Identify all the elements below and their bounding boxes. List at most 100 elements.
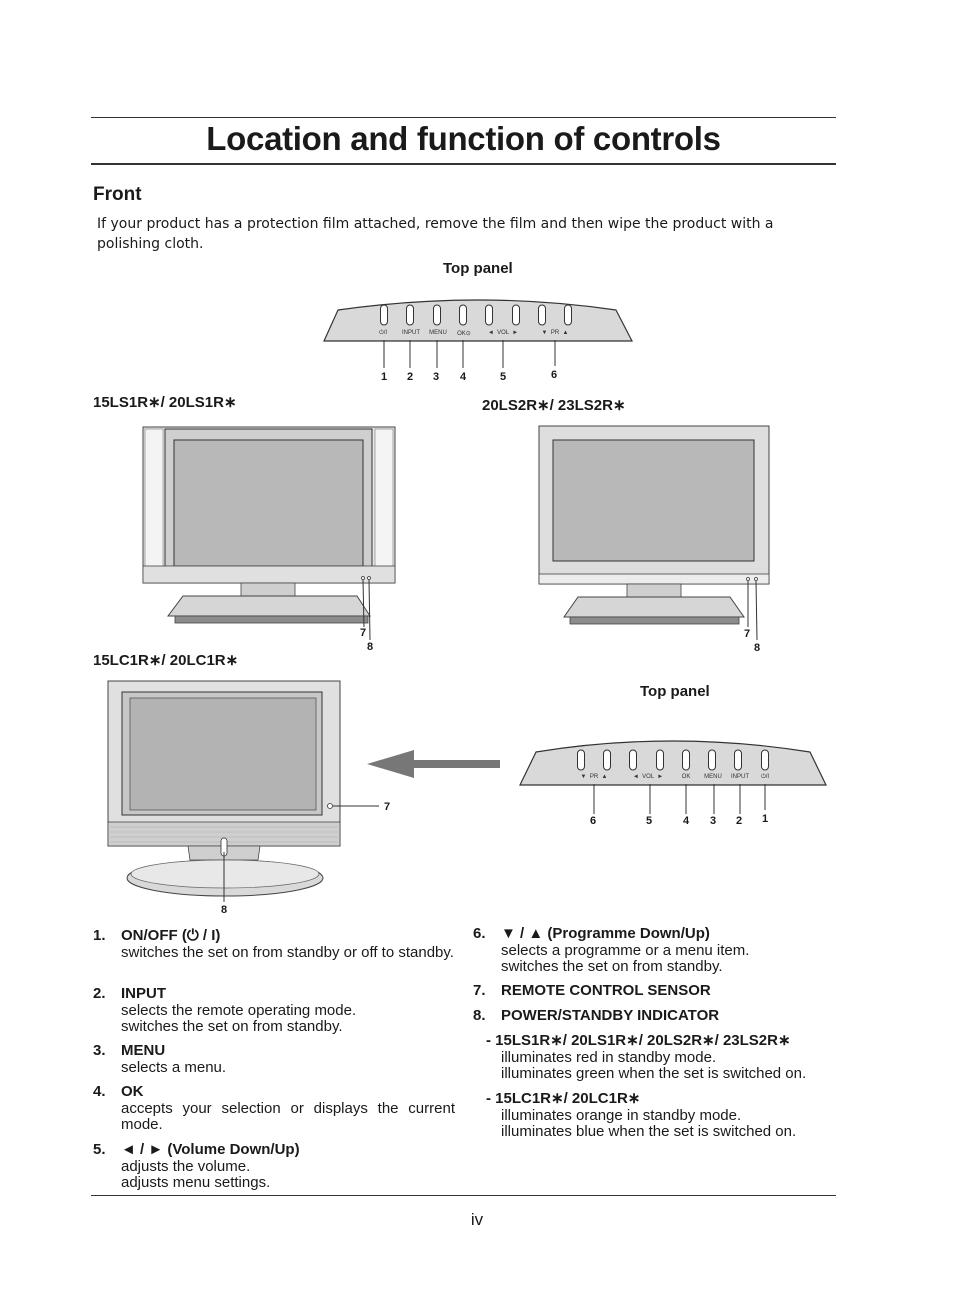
panel-button-label: INPUT xyxy=(731,774,749,780)
item-number: 7. xyxy=(473,982,486,999)
callout-7: 7 xyxy=(360,627,367,639)
panel-button xyxy=(577,749,585,771)
panel-button xyxy=(406,304,414,326)
item-heading: ▼ / ▲ (Programme Down/Up) xyxy=(501,925,710,942)
callout-number: 3 xyxy=(433,371,440,383)
sub-item: - 15LC1R∗/ 20LC1R∗illuminates orange in … xyxy=(486,1090,836,1141)
panel-button xyxy=(734,749,742,771)
callout-number: 6 xyxy=(590,815,597,827)
callout-number: 2 xyxy=(407,371,414,383)
top-panel-2-diagram xyxy=(519,740,827,814)
item-body: ◄ / ► (Volume Down/Up)adjusts the volume… xyxy=(121,1141,455,1192)
item-description: selects the remote operating mode. xyxy=(121,1001,357,1019)
intro-paragraph: If your product has a protection film at… xyxy=(97,216,774,252)
item-heading: ◄ / ► (Volume Down/Up) xyxy=(121,1141,300,1158)
tv-15lc1r-diagram xyxy=(107,680,379,902)
panel-button xyxy=(485,304,493,326)
item-body: ▼ / ▲ (Programme Down/Up)selects a progr… xyxy=(501,925,843,976)
page-number: iv xyxy=(470,1210,484,1229)
left-arrow-icon xyxy=(367,750,500,778)
callout-number: 1 xyxy=(381,371,388,383)
tv-15ls1r-diagram xyxy=(142,426,396,641)
panel-button xyxy=(629,749,637,771)
sub-item-description: illuminates blue when the set is switche… xyxy=(501,1123,797,1140)
item-heading: MENU xyxy=(121,1042,166,1059)
item-number: 8. xyxy=(473,1007,486,1024)
panel-button xyxy=(761,749,769,771)
tv-20ls2r-diagram xyxy=(538,425,770,641)
callout-number: 5 xyxy=(500,371,507,383)
model-label-ls2r: 20LS2R∗/ 23LS2R∗ xyxy=(482,397,626,414)
panel-button-label: MENU xyxy=(429,330,447,336)
panel-button xyxy=(603,749,611,771)
panel-button xyxy=(433,304,441,326)
item-description: selects a menu. xyxy=(121,1058,227,1076)
section-heading: Front xyxy=(93,184,142,205)
callout-7: 7 xyxy=(744,628,751,640)
item-number: 6. xyxy=(473,925,486,942)
item-heading: REMOTE CONTROL SENSOR xyxy=(501,982,711,999)
panel-button xyxy=(380,304,388,326)
callout-number: 5 xyxy=(646,815,653,827)
callout-8: 8 xyxy=(754,642,761,654)
top-panel-2-label: Top panel xyxy=(640,683,710,700)
item-number: 3. xyxy=(93,1042,106,1059)
item-body: ON/OFF (⏻ / I)switches the set on from s… xyxy=(121,927,455,961)
item-description: accepts your selection or displays the c… xyxy=(121,1099,455,1133)
callout-number: 1 xyxy=(762,813,769,825)
panel-button-label: ⏻/I xyxy=(760,774,770,780)
sub-item-description: illuminates red in standby mode. xyxy=(501,1048,717,1066)
panel-button xyxy=(459,304,467,326)
panel-button-label: INPUT xyxy=(402,330,420,336)
item-body: POWER/STANDBY INDICATOR xyxy=(501,1007,843,1025)
top-panel-1-diagram xyxy=(323,299,633,368)
item-heading: ON/OFF (⏻ / I) xyxy=(121,927,221,944)
item-heading: INPUT xyxy=(121,985,166,1002)
sub-item-heading: - 15LC1R∗/ 20LC1R∗ xyxy=(486,1090,641,1107)
panel-button-label: ⏻/I xyxy=(378,330,388,336)
top-panel-1-label: Top panel xyxy=(443,260,513,277)
item-description: adjusts menu settings. xyxy=(121,1174,271,1191)
page-title: Location and function of controls xyxy=(206,120,721,157)
panel-button xyxy=(708,749,716,771)
item-number: 2. xyxy=(93,985,106,1002)
item-description: switches the set on from standby or off … xyxy=(121,943,454,961)
panel-button-label: OK⊙ xyxy=(457,331,471,337)
callout-7: 7 xyxy=(384,801,391,813)
item-heading: OK xyxy=(121,1083,144,1100)
callout-number: 4 xyxy=(683,815,690,827)
model-label-ls1r: 15LS1R∗/ 20LS1R∗ xyxy=(93,394,237,411)
panel-button-label: OK xyxy=(681,774,691,780)
panel-button-label: MENU xyxy=(704,774,722,780)
sub-item-heading: - 15LS1R∗/ 20LS1R∗/ 20LS2R∗/ 23LS2R∗ xyxy=(486,1032,791,1049)
panel-button xyxy=(656,749,664,771)
model-label-lc1r: 15LC1R∗/ 20LC1R∗ xyxy=(93,652,239,669)
item-number: 4. xyxy=(93,1083,106,1100)
callout-8: 8 xyxy=(221,904,228,916)
callout-number: 2 xyxy=(736,815,743,827)
panel-button xyxy=(538,304,546,326)
item-description: selects a programme or a menu item. xyxy=(501,941,750,959)
item-heading: POWER/STANDBY INDICATOR xyxy=(501,1007,720,1024)
top-rule xyxy=(91,117,836,118)
item-description: switches the set on from standby. xyxy=(501,958,723,975)
sub-item-description: illuminates orange in standby mode. xyxy=(501,1106,742,1124)
panel-button-label: ◄ VOL ► xyxy=(487,330,519,336)
panel-button-label: ▼ PR ▲ xyxy=(541,330,569,336)
callout-number: 6 xyxy=(551,369,558,381)
item-description: adjusts the volume. xyxy=(121,1157,251,1175)
panel-button-label: ◄ VOL ► xyxy=(632,774,664,780)
title-underline xyxy=(91,163,836,165)
callout-number: 3 xyxy=(710,815,717,827)
callout-number: 4 xyxy=(460,371,467,383)
sub-item-description: illuminates green when the set is switch… xyxy=(501,1065,807,1082)
item-description: switches the set on from standby. xyxy=(121,1018,343,1035)
panel-button-label: ▼ PR ▲ xyxy=(580,774,608,780)
item-number: 5. xyxy=(93,1141,106,1158)
panel-button xyxy=(682,749,690,771)
item-number: 1. xyxy=(93,927,106,944)
panel-button xyxy=(564,304,572,326)
